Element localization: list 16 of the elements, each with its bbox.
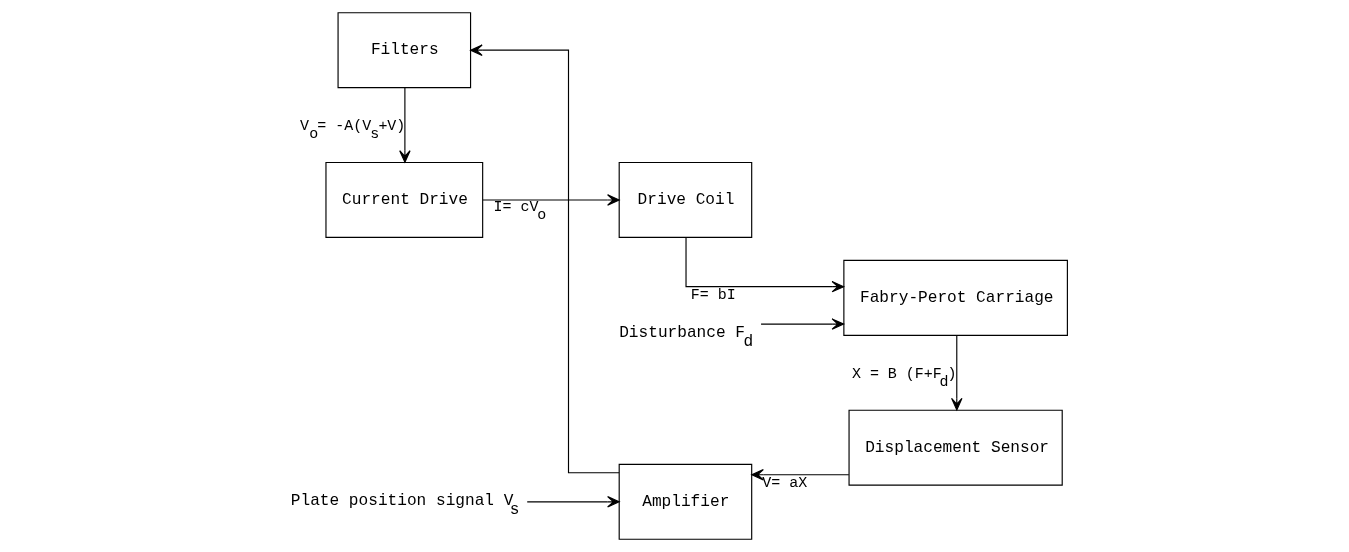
arrow — [685, 237, 845, 293]
node-box: Drive Coil — [618, 161, 753, 238]
node-box: Fabry-Perot Carriage — [843, 259, 1068, 336]
edge-label: V= aX — [762, 474, 808, 491]
arrow — [751, 469, 850, 481]
arrow — [951, 335, 963, 411]
arrow — [760, 318, 845, 330]
node-box: Filters — [337, 12, 472, 89]
arrow — [470, 44, 620, 474]
arrow — [399, 87, 411, 163]
arrow — [482, 194, 620, 206]
node-box: Amplifier — [618, 463, 753, 540]
edge-label: F= bI — [690, 286, 736, 303]
arrow — [526, 496, 620, 508]
node-box: Displacement Sensor — [848, 409, 1063, 486]
node-box: Current Drive — [325, 161, 484, 238]
